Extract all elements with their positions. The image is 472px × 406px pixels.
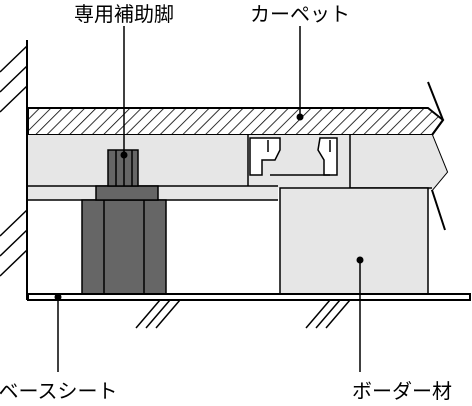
base-sheet bbox=[27, 293, 471, 301]
label-support-leg: 専用補助脚 bbox=[74, 2, 174, 26]
ground-hatch bbox=[135, 299, 351, 329]
label-border-material: ボーダー材 bbox=[352, 379, 452, 403]
leader-support-leg bbox=[120, 26, 128, 159]
left-wall bbox=[0, 40, 28, 300]
label-base-sheet: ベースシート bbox=[0, 379, 118, 403]
leader-border-material bbox=[356, 256, 364, 372]
panel-joint bbox=[249, 137, 338, 176]
leader-base-sheet bbox=[54, 293, 62, 372]
support-leg bbox=[81, 149, 167, 295]
carpet-layer bbox=[27, 107, 445, 136]
leader-carpet bbox=[296, 26, 304, 121]
label-carpet: カーペット bbox=[250, 2, 350, 26]
border-material bbox=[279, 187, 429, 295]
